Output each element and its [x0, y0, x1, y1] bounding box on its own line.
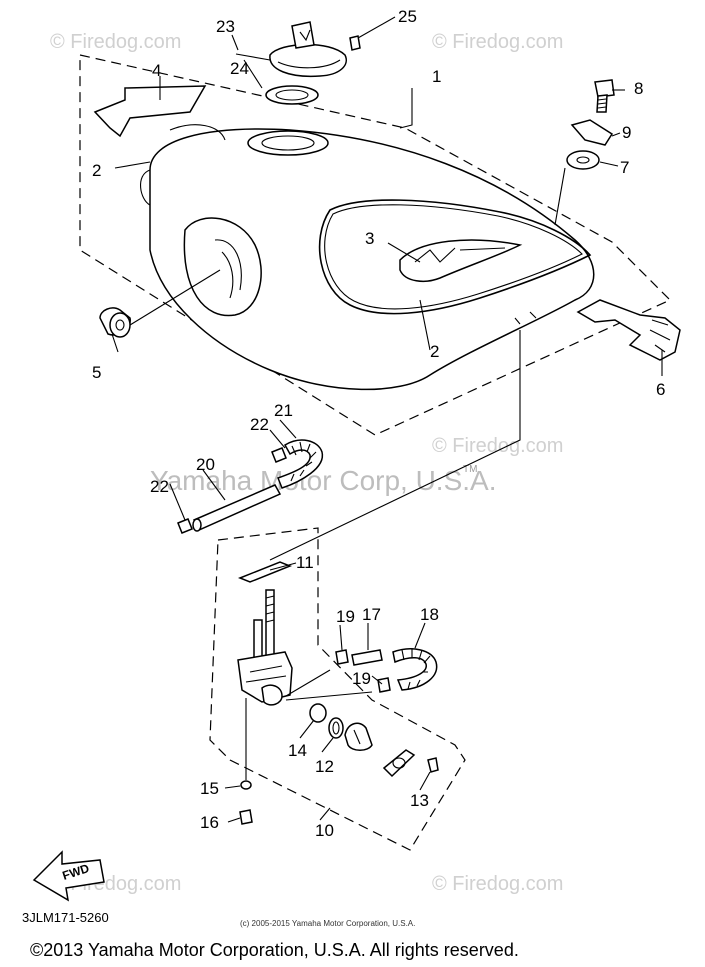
part-13-screw: [427, 757, 439, 773]
fuel-tank-body: [149, 128, 595, 391]
part-7-washer: [566, 150, 600, 170]
fuel-tank: [140, 124, 595, 391]
part-21-fuel-hose: [277, 439, 324, 489]
part-14-washer: [309, 703, 327, 723]
valve-lever: [344, 722, 373, 751]
watermark-top-right: © Firedog.com: [432, 31, 563, 53]
callout-11: 11: [296, 553, 314, 572]
callout-2-left: 2: [92, 161, 101, 180]
callout-21: 21: [274, 401, 293, 420]
watermark-mid-right: © Firedog.com: [432, 435, 563, 457]
petcock-assembly-outline: [209, 527, 466, 851]
callout-22-lower: 22: [150, 477, 169, 496]
callout-1: 1: [432, 67, 441, 86]
part-16-bolt: [239, 809, 253, 825]
part-23-fuel-cap: [269, 21, 347, 78]
callout-19-lower: 19: [352, 669, 371, 688]
callout-24: 24: [230, 59, 249, 78]
diagram-part-number: 3JLM171-5260: [22, 910, 109, 925]
trademark-mark: TM: [463, 464, 477, 475]
part-11-gasket: [237, 561, 293, 583]
callout-18: 18: [420, 605, 439, 624]
small-copyright: (c) 2005-2015 Yamaha Motor Corporation, …: [240, 919, 415, 928]
footer-copyright: ©2013 Yamaha Motor Corporation, U.S.A. A…: [30, 940, 519, 960]
part-18-hose: [392, 648, 438, 691]
part-8-bolt: [594, 79, 615, 113]
part-25-screw: [349, 35, 361, 51]
part-17-hose: [351, 649, 383, 666]
part-4-tape: [93, 85, 207, 138]
callout-6: 6: [656, 380, 665, 399]
part-9-damper: [570, 119, 614, 146]
watermark-company: Yamaha Motor Corp, U.S.A.: [150, 465, 497, 496]
callout-13: 13: [410, 791, 429, 810]
part-15-washer: [240, 780, 252, 790]
callout-19-upper: 19: [336, 607, 355, 626]
callout-12: 12: [315, 757, 334, 776]
callout-7: 7: [620, 158, 629, 177]
forward-arrow: FWD: [32, 850, 105, 902]
callout-23: 23: [216, 17, 235, 36]
callout-2-lower: 2: [430, 342, 439, 361]
callout-4: 4: [152, 61, 161, 80]
part-10-fuel-cock: [237, 589, 293, 706]
tank-side-recess: [183, 217, 262, 317]
part-20-pipe: [192, 484, 282, 532]
callout-labels: 1 2 2 3 4 5 6 7 8 9 10 11 12 13 14 15 16…: [92, 7, 665, 840]
part-19-clip-upper: [335, 649, 349, 665]
part-12-o-ring: [328, 717, 344, 739]
callout-20: 20: [196, 455, 215, 474]
leader-lines: [111, 16, 663, 823]
callout-10: 10: [315, 821, 334, 840]
callout-3: 3: [365, 229, 374, 248]
part-5-grommet: [99, 307, 131, 338]
callout-17: 17: [362, 605, 381, 624]
callout-5: 5: [92, 363, 101, 382]
part-22-clip-upper: [271, 447, 287, 463]
callout-14: 14: [288, 741, 307, 760]
tank-stripe: [318, 199, 592, 315]
part-22-clip-lower: [177, 518, 193, 534]
callout-25: 25: [398, 7, 417, 26]
callout-22-upper: 22: [250, 415, 269, 434]
watermark-bottom-right: © Firedog.com: [432, 873, 563, 895]
filler-neck: [247, 130, 329, 156]
valve-cover-plate: [382, 749, 416, 778]
part-19-clip-lower: [377, 677, 391, 693]
part-24-gasket: [265, 85, 319, 105]
part-6-bracket: [576, 299, 681, 361]
callout-16: 16: [200, 813, 219, 832]
watermark-top-left: © Firedog.com: [50, 31, 181, 53]
callout-9: 9: [622, 123, 631, 142]
callout-8: 8: [634, 79, 643, 98]
callout-15: 15: [200, 779, 219, 798]
